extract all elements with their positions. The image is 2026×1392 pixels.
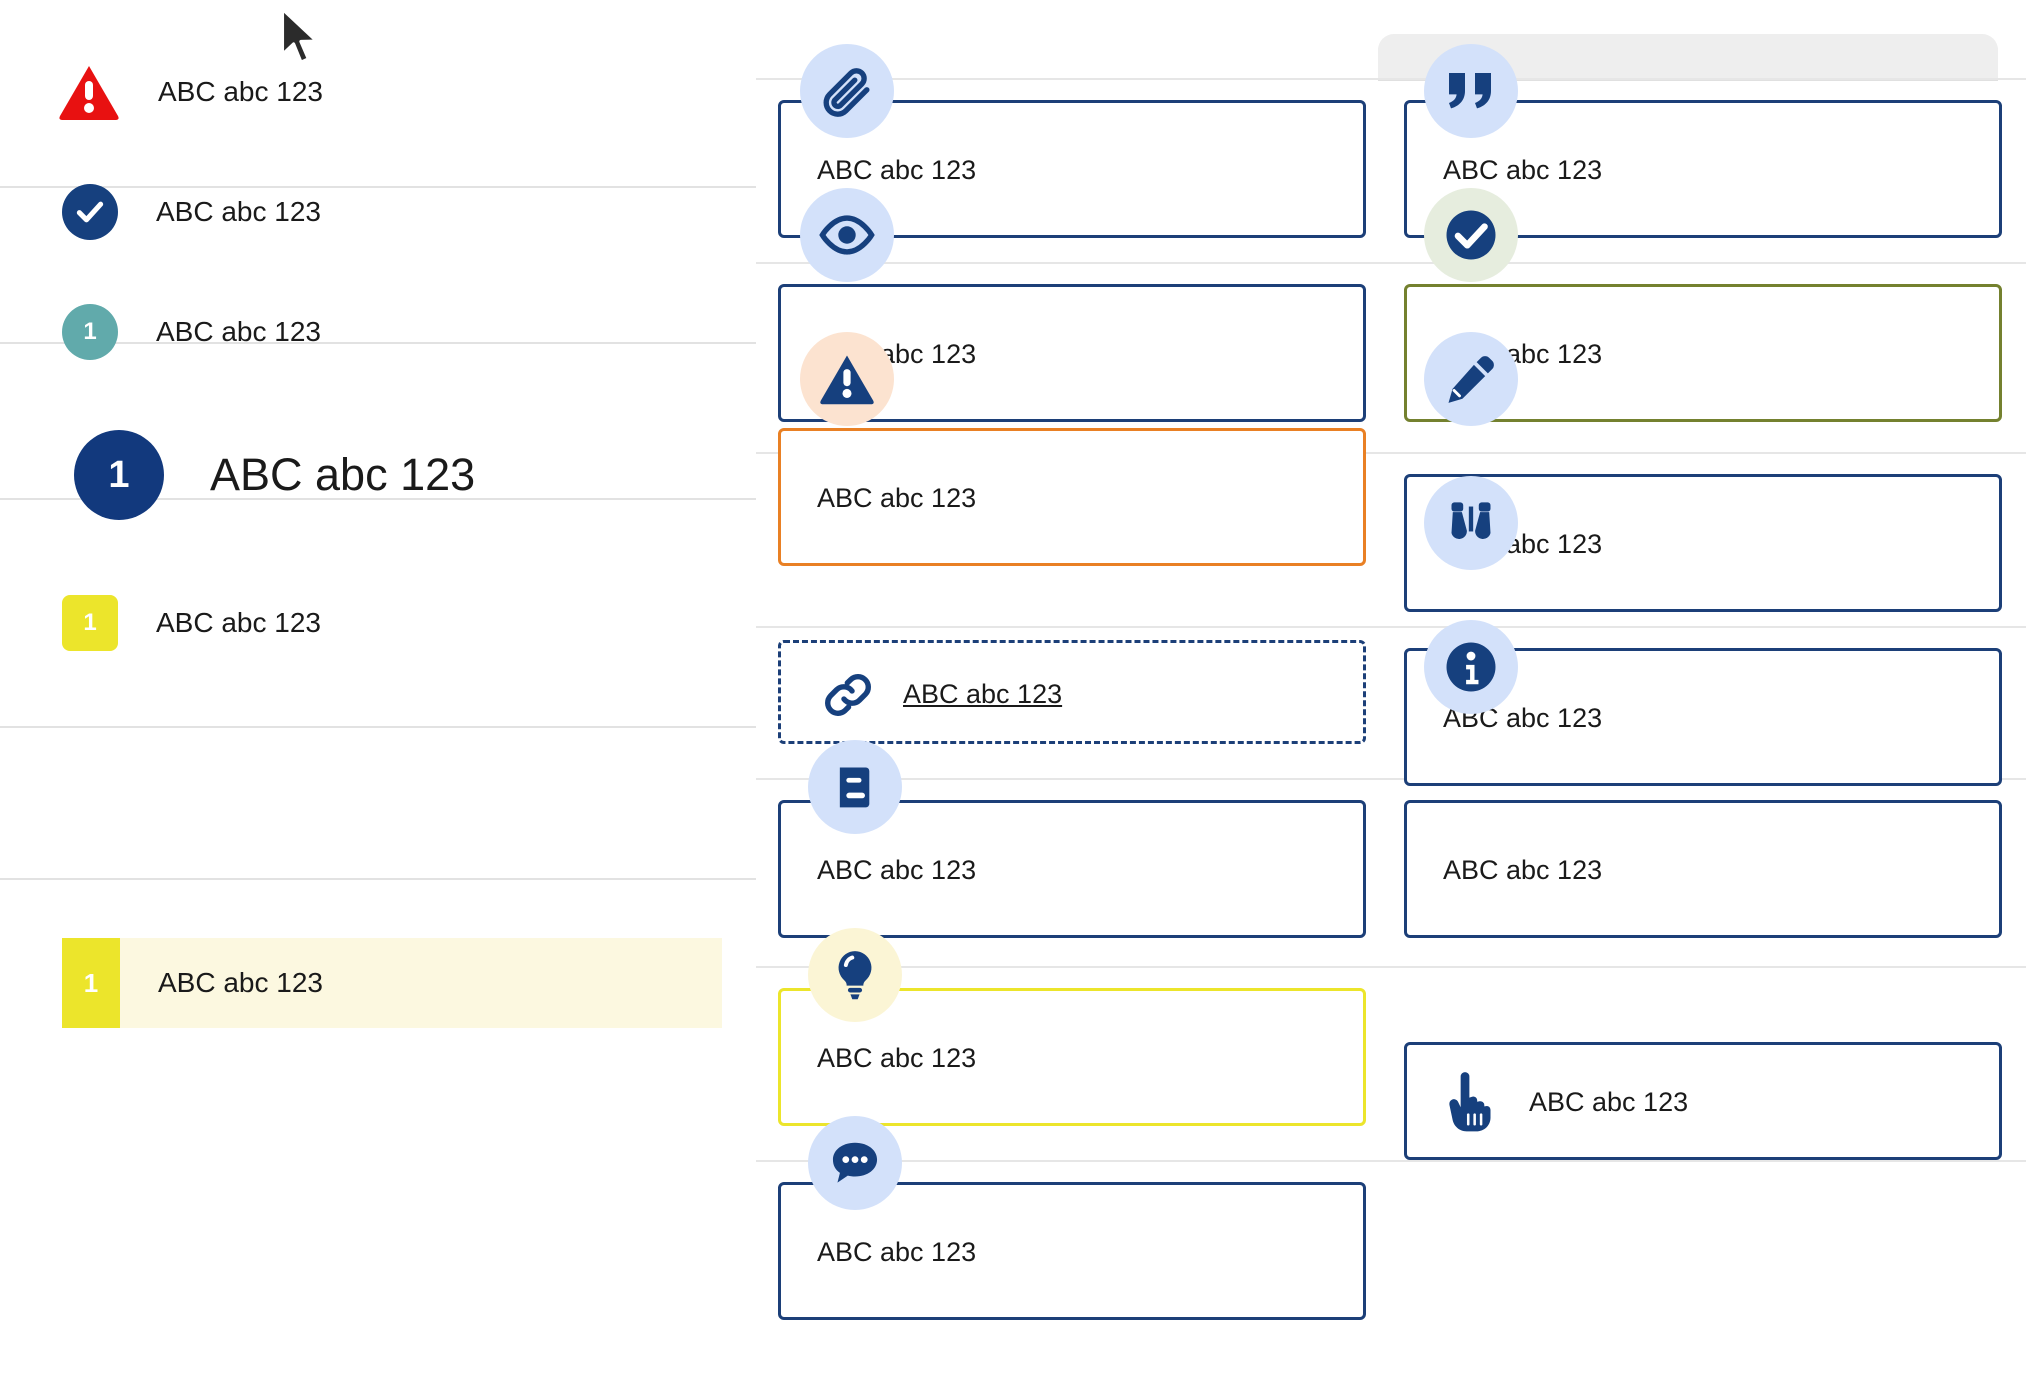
card-separator	[756, 78, 2026, 80]
card-separator	[756, 626, 2026, 628]
card-label: ABC abc 123	[817, 155, 977, 185]
card-action[interactable]: ABC abc 123	[1404, 1042, 2002, 1160]
pointing-hand-icon	[1421, 1055, 1515, 1149]
card-link-label[interactable]: ABC abc 123	[903, 679, 1063, 709]
selected-row-badge: 1	[62, 938, 120, 1028]
card-label: ABC abc 123	[1443, 155, 1603, 185]
sidebar-item-label: ABC abc 123	[158, 76, 323, 107]
chain-link-icon	[801, 648, 895, 742]
card-label: ABC abc 123	[1529, 1087, 1689, 1117]
warning-triangle-icon	[58, 64, 120, 120]
sidebar-divider	[0, 726, 756, 728]
card-label: ABC abc 123	[817, 855, 977, 885]
binoculars-icon	[1424, 476, 1518, 570]
sidebar-item-label: ABC abc 123	[156, 316, 321, 347]
sidebar-item-label: ABC abc 123	[158, 967, 323, 998]
legend-sidebar: ABC abc 123 ABC abc 123 1 ABC abc 123 1 …	[0, 0, 756, 1392]
pencil-icon	[1424, 332, 1518, 426]
circle-check-icon	[62, 184, 118, 240]
warning-triangle-icon	[800, 332, 894, 426]
sidebar-divider	[0, 878, 756, 880]
book-icon	[808, 740, 902, 834]
card-comment[interactable]: ABC abc 123	[778, 1182, 1366, 1320]
sidebar-divider	[0, 186, 756, 188]
lightbulb-icon	[808, 928, 902, 1022]
card-label: ABC abc 123	[817, 483, 977, 513]
sidebar-item-label: ABC abc 123	[156, 607, 321, 638]
sidebar-item-label: ABC abc 123	[156, 196, 321, 227]
numbered-square-badge: 1	[62, 595, 118, 651]
sidebar-divider	[0, 342, 756, 344]
sidebar-item-label: ABC abc 123	[210, 449, 476, 500]
card-separator	[756, 452, 2026, 454]
card-separator	[756, 262, 2026, 264]
card-label: ABC abc 123	[817, 1237, 977, 1267]
sidebar-item-success[interactable]: ABC abc 123	[0, 176, 756, 248]
sidebar-divider	[0, 498, 756, 500]
card-separator	[756, 778, 2026, 780]
sidebar-item-primary[interactable]: 1 ABC abc 123	[0, 428, 756, 522]
card-separator	[756, 1160, 2026, 1162]
quotation-mark-icon	[1424, 44, 1518, 138]
info-circle-icon	[1424, 620, 1518, 714]
sidebar-item-error[interactable]: ABC abc 123	[0, 56, 756, 128]
card-caution[interactable]: ABC abc 123	[778, 428, 1366, 566]
numbered-circle-badge: 1	[62, 304, 118, 360]
card-info[interactable]: ABC abc 123	[1404, 800, 2002, 938]
eye-icon	[800, 188, 894, 282]
chat-bubble-icon	[808, 1116, 902, 1210]
card-label: ABC abc 123	[817, 1043, 977, 1073]
sidebar-item-selected[interactable]: 1 ABC abc 123	[62, 938, 722, 1028]
sidebar-item-teal[interactable]: 1 ABC abc 123	[0, 296, 756, 368]
card-link[interactable]: ABC abc 123	[778, 640, 1366, 744]
circle-check-icon	[1424, 188, 1518, 282]
card-separator	[756, 966, 2026, 968]
sidebar-item-warning[interactable]: 1 ABC abc 123	[0, 594, 756, 652]
numbered-circle-badge-large: 1	[74, 430, 164, 520]
paperclip-icon	[800, 44, 894, 138]
card-label: ABC abc 123	[1443, 855, 1603, 885]
